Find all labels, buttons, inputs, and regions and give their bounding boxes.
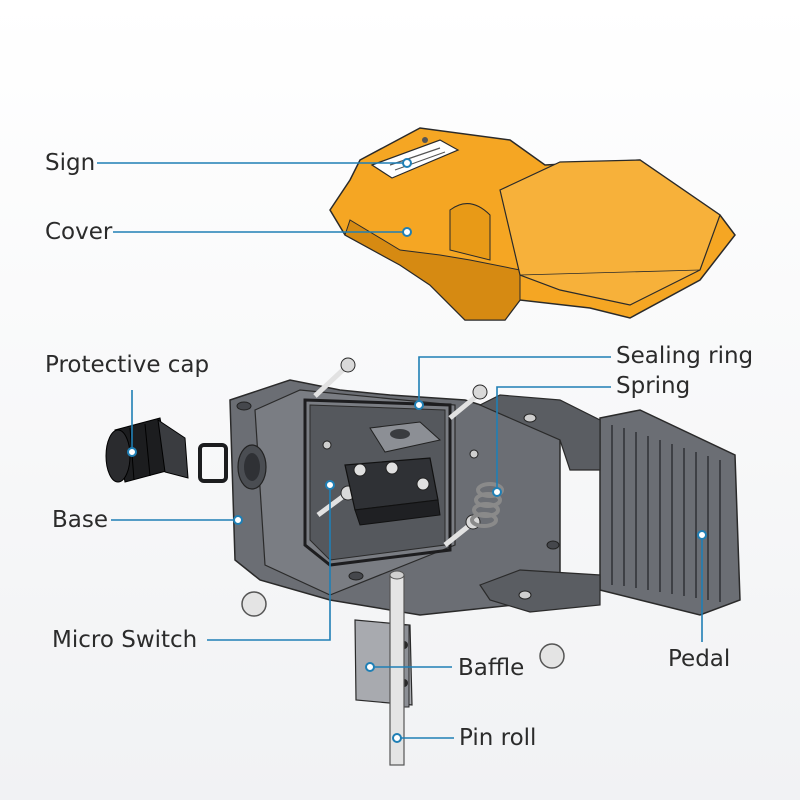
label-protective-cap: Protective cap: [45, 352, 210, 378]
base-part: [229, 379, 561, 616]
screws: [313, 357, 488, 547]
label-sealing-ring: Sealing ring: [616, 343, 754, 369]
label-micro-switch: Micro Switch: [52, 627, 198, 653]
label-base: Base: [52, 507, 109, 533]
leader-micro-switch: [207, 485, 331, 641]
rubber-feet: [241, 591, 565, 669]
pin-roll-part: [389, 570, 405, 766]
leader-lines: [97, 162, 703, 739]
leader-sealing-ring: [418, 356, 611, 405]
label-pin-roll: Pin roll: [459, 725, 537, 751]
micro-switch-part: [344, 457, 441, 526]
leader-dots: [127, 158, 707, 743]
label-spring: Spring: [616, 373, 691, 399]
label-cover: Cover: [45, 219, 113, 245]
label-sign: Sign: [45, 150, 96, 176]
label-baffle: Baffle: [458, 655, 525, 681]
spring-part: [470, 482, 504, 528]
protective-cap-part: [105, 417, 228, 483]
label-pedal: Pedal: [668, 646, 731, 672]
leader-spring: [496, 386, 611, 492]
pedal-part: [478, 394, 741, 616]
cover-part: [329, 127, 736, 321]
